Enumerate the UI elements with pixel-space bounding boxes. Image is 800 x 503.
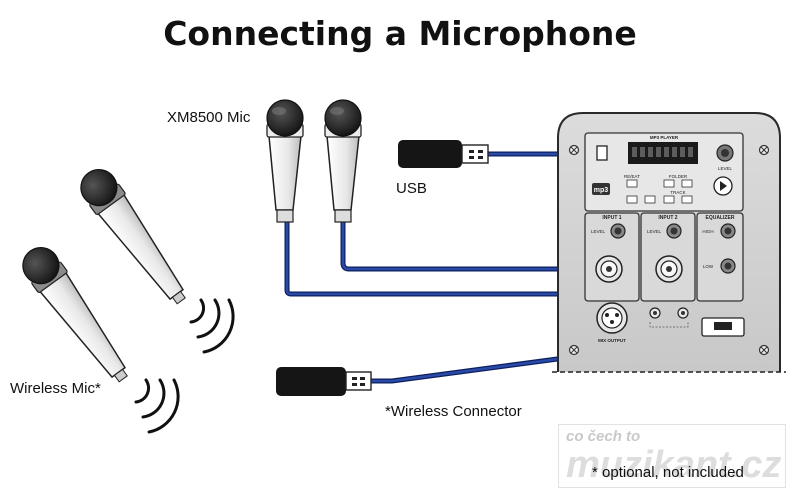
mp3-header: MP3 PLAYER [650,135,679,140]
eq-low-label: LOW [703,264,714,269]
usb-label: USB [396,180,427,197]
mix-output-label: MIX OUTPUT [598,338,626,343]
mp3-badge: mp3 [594,187,609,194]
mp3-track-label: TRACK [670,190,685,195]
page-title: Connecting a Microphone [163,14,637,53]
watermark-line1: co čech to [566,428,641,445]
xm8500-mic-left [266,99,304,223]
wireless-mic-front [22,246,128,383]
cable-mic2-to-input2 [340,219,669,272]
watermark-line2: muzikant.cz [566,444,782,486]
mixer-panel: mp3 MP3 PLAYER RE/EAT FOLDER TRACK LEVEL… [552,112,786,373]
radio-waves-back [189,298,235,354]
wireless-mic-label: Wireless Mic* [10,380,101,397]
mp3-level-label: LEVEL [718,166,733,171]
wireless-connector-stick [276,367,372,396]
input1-level-label: LEVEL [591,229,606,234]
xm8500-mic-right [324,99,362,223]
mp3-folder-label: FOLDER [669,174,688,179]
input1-label: INPUT 1 [602,215,621,221]
eq-high-label: HIGH [702,229,713,234]
mp3-repeat-label: RE/EAT [624,174,640,179]
input2-label: INPUT 2 [658,215,677,221]
eq-label: EQUALIZER [706,215,735,221]
mic-label: XM8500 Mic [167,109,251,126]
wireless-connector-label: *Wireless Connector [385,403,522,420]
footnote: * optional, not included [592,464,744,481]
usb-stick [398,140,489,168]
input2-level-label: LEVEL [647,229,662,234]
radio-waves-front [134,378,180,434]
wireless-mic-back [80,168,186,305]
watermark-box [558,424,786,488]
